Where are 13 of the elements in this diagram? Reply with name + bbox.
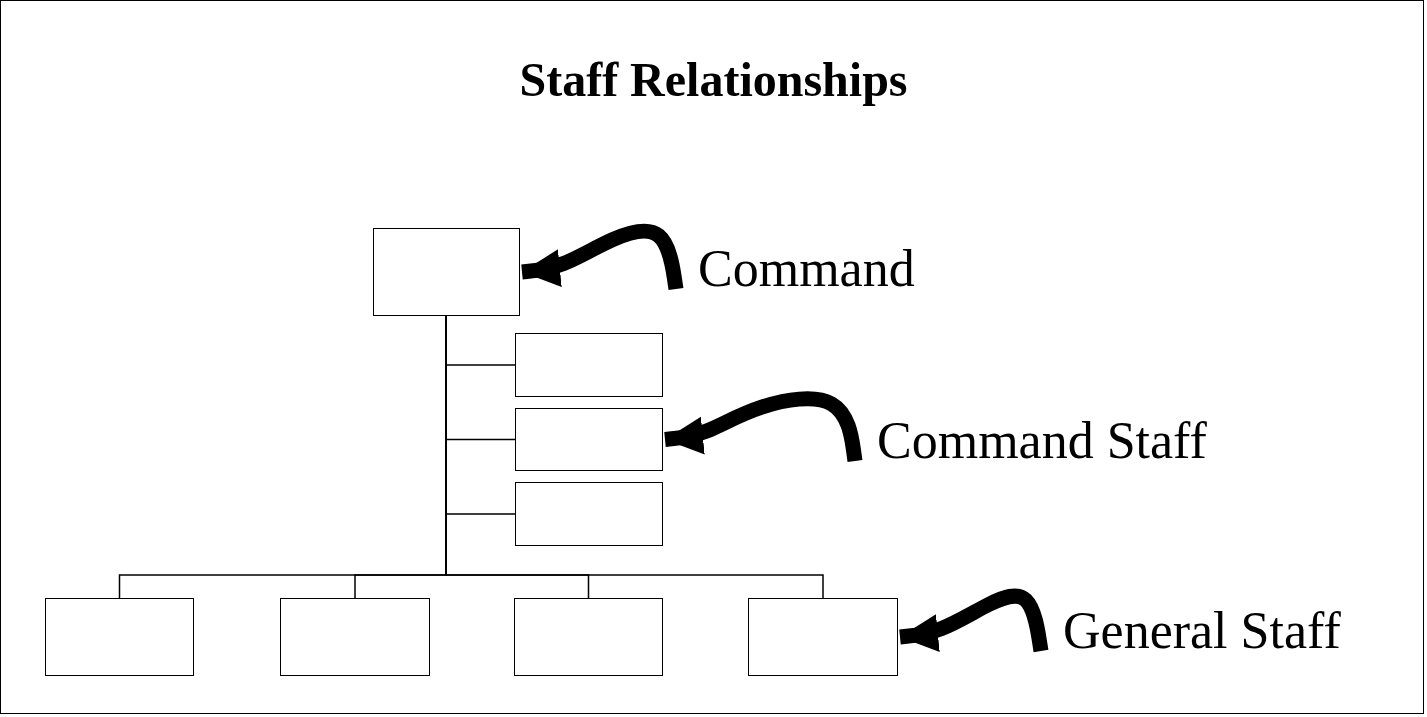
org-box xyxy=(45,598,194,676)
org-box xyxy=(373,228,520,316)
org-box xyxy=(515,333,663,397)
title: Staff Relationships xyxy=(519,53,908,106)
curved-arrow xyxy=(899,588,1049,653)
org-box xyxy=(515,482,663,546)
label-text: Command Staff xyxy=(877,415,1207,467)
org-box xyxy=(280,598,430,676)
label-text: General Staff xyxy=(1063,605,1341,657)
org-box xyxy=(748,598,898,676)
org-box xyxy=(514,598,663,676)
label-text: Command xyxy=(698,243,915,295)
org-box xyxy=(515,408,663,471)
